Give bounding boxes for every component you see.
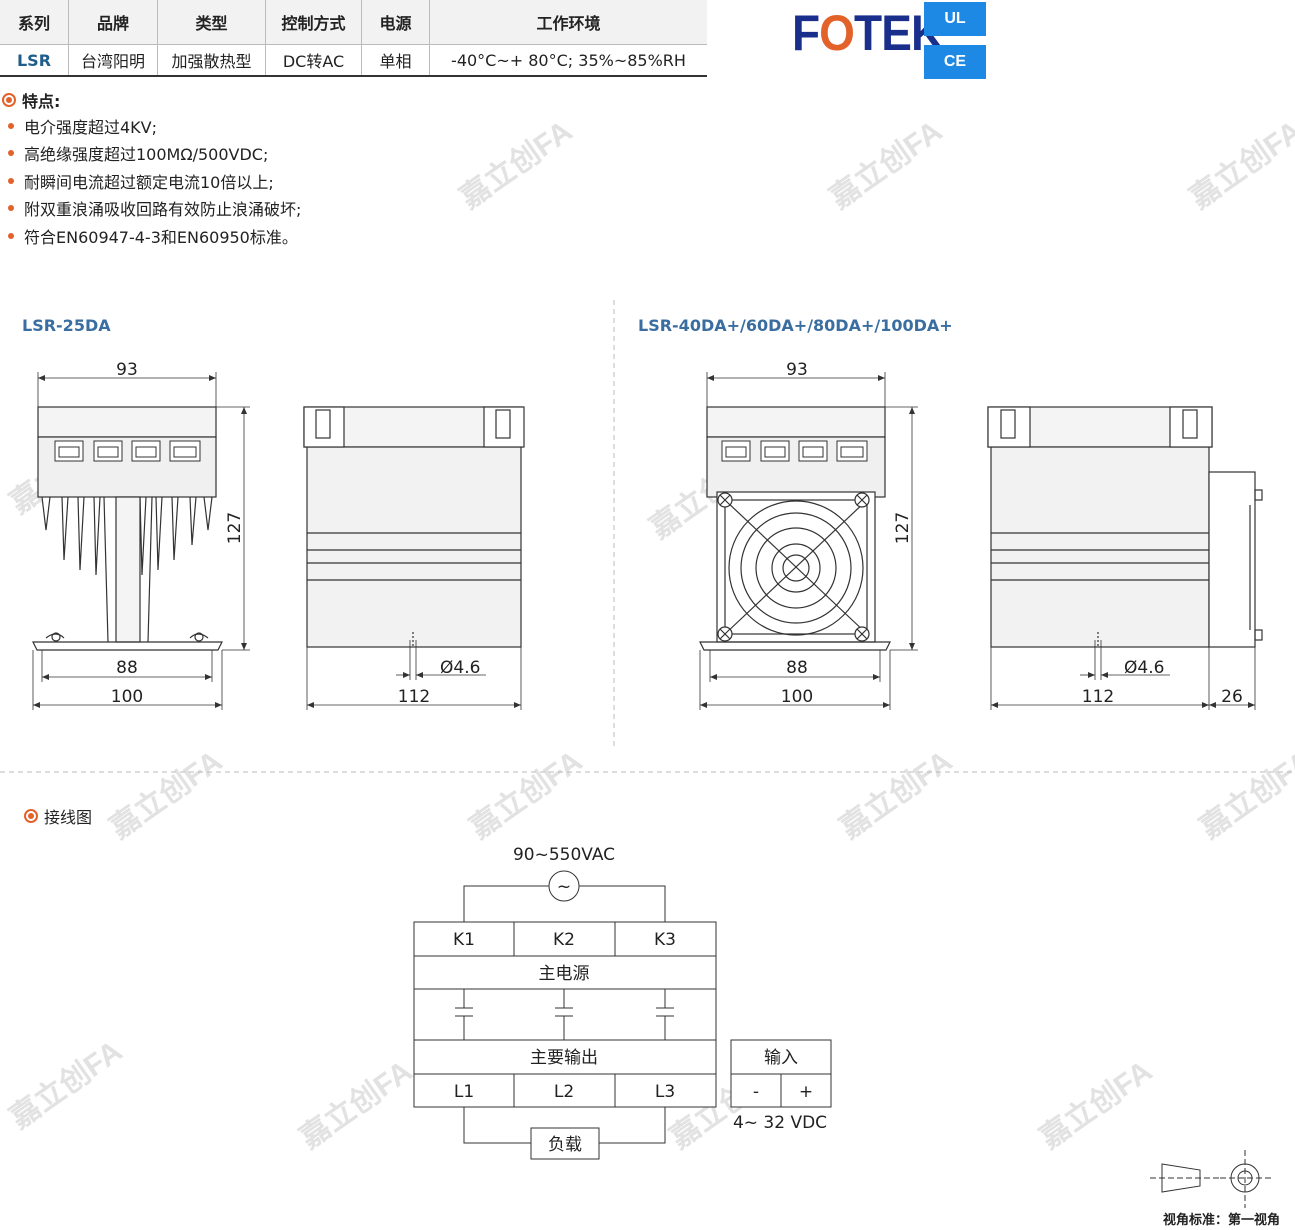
terminal-l2: L2 [554, 1082, 574, 1102]
list-item: 附双重浪涌吸收回路有效防止浪涌破坏; [0, 195, 301, 223]
dim-width-top: 93 [786, 360, 808, 380]
list-item: 高绝缘强度超过100MΩ/500VDC; [0, 140, 301, 168]
dim-hole: Ø4.6 [1124, 658, 1164, 678]
input-label: 输入 [764, 1048, 798, 1068]
terminal-l1: L1 [454, 1082, 474, 1102]
supply-voltage-label: 90~550VAC [513, 845, 615, 865]
spec-cell-series: LSR [0, 44, 69, 77]
bullet-icon [8, 205, 14, 212]
dim-side-length: 112 [1082, 687, 1114, 707]
lsr40-side-view [987, 406, 1263, 648]
features-title-text: 特点: [22, 92, 61, 111]
dim-base-width: 100 [111, 687, 143, 707]
wiring-title: 接线图 [24, 804, 92, 828]
dim-mount-inner: 88 [116, 658, 138, 678]
main-power-label: 主电源 [539, 964, 590, 984]
bullet-icon [8, 177, 14, 184]
load-label: 负载 [548, 1135, 582, 1155]
ul-badge: UL [924, 2, 986, 36]
spec-header-brand: 品牌 [68, 0, 158, 45]
dim-hole: Ø4.6 [440, 658, 480, 678]
terminal-k1: K1 [453, 930, 475, 950]
spec-cell-env: -40°C~+ 80°C; 35%~85%RH [429, 44, 707, 77]
spec-header-row: 系列 品牌 类型 控制方式 电源 工作环境 [0, 0, 707, 45]
lsr25-front-view [32, 406, 223, 651]
spec-table: 系列 品牌 类型 控制方式 电源 工作环境 LSR 台湾阳明 加强散热型 DC转… [0, 0, 707, 77]
main-output-label: 主要输出 [530, 1048, 598, 1068]
spec-header-env: 工作环境 [429, 0, 707, 45]
lsr40-front-view [699, 406, 891, 651]
ce-badge: CE [924, 45, 986, 79]
dimension-lines [32, 372, 1256, 710]
feature-text: 高绝缘强度超过100MΩ/500VDC; [24, 145, 269, 165]
dim-height: 127 [225, 512, 245, 544]
dim-height: 127 [893, 512, 913, 544]
model-title-left: LSR-25DA [22, 316, 111, 335]
spec-header-type: 类型 [157, 0, 266, 45]
target-icon [2, 93, 16, 107]
target-icon [24, 809, 38, 823]
feature-text: 符合EN60947-4-3和EN60950标准。 [24, 227, 298, 247]
wiring-diagram [413, 870, 832, 1160]
dim-side-length: 112 [398, 687, 430, 707]
dim-width-top: 93 [116, 360, 138, 380]
features-title: 特点: [2, 88, 60, 112]
features-list: 电介强度超过4KV; 高绝缘强度超过100MΩ/500VDC; 耐瞬间电流超过额… [0, 112, 301, 250]
feature-text: 附双重浪涌吸收回路有效防止浪涌破坏; [24, 200, 302, 220]
list-item: 耐瞬间电流超过额定电流10倍以上; [0, 167, 301, 195]
list-item: 符合EN60947-4-3和EN60950标准。 [0, 222, 301, 250]
projection-label: 视角标准：第一视角 [1163, 1212, 1280, 1228]
feature-text: 电介强度超过4KV; [24, 117, 158, 137]
spec-cell-control: DC转AC [265, 44, 362, 77]
spec-header-power: 电源 [361, 0, 430, 45]
lsr25-side-view [303, 406, 525, 648]
dim-fan-depth: 26 [1221, 687, 1243, 707]
wiring-title-text: 接线图 [44, 808, 93, 827]
feature-text: 耐瞬间电流超过额定电流10倍以上; [24, 172, 274, 192]
terminal-k2: K2 [553, 930, 575, 950]
bullet-icon [8, 122, 14, 129]
input-plus: + [799, 1082, 813, 1102]
terminal-k3: K3 [654, 930, 676, 950]
input-voltage: 4~ 32 VDC [733, 1113, 827, 1133]
spec-data-row: LSR 台湾阳明 加强散热型 DC转AC 单相 -40°C~+ 80°C; 35… [0, 44, 707, 77]
terminal-l3: L3 [655, 1082, 675, 1102]
spec-cell-type: 加强散热型 [157, 44, 266, 77]
list-item: 电介强度超过4KV; [0, 112, 301, 140]
input-minus: - [753, 1082, 759, 1102]
spec-header-series: 系列 [0, 0, 69, 45]
dim-base-width: 100 [781, 687, 813, 707]
bullet-icon [8, 150, 14, 157]
model-title-right: LSR-40DA+/60DA+/80DA+/100DA+ [638, 316, 953, 335]
spec-cell-power: 单相 [361, 44, 430, 77]
spec-header-control: 控制方式 [265, 0, 362, 45]
first-angle-projection-icon [1150, 1150, 1272, 1208]
spec-cell-brand: 台湾阳明 [68, 44, 158, 77]
ac-source-symbol: ~ [557, 877, 571, 897]
bullet-icon [8, 232, 14, 239]
dim-mount-inner: 88 [786, 658, 808, 678]
